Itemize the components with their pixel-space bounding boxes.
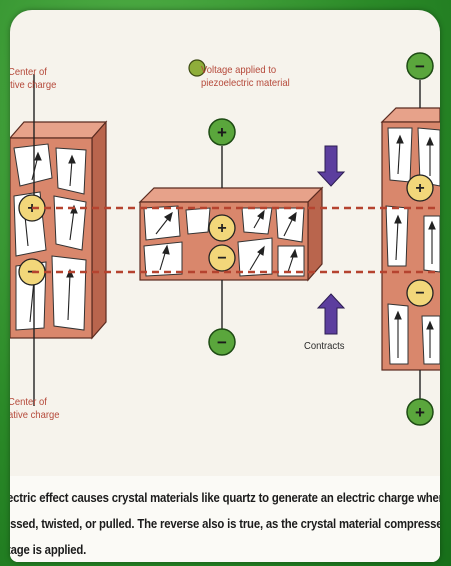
center-positive-label: Center of itive charge	[10, 66, 56, 92]
left-crystal: + −	[10, 74, 106, 406]
svg-text:−: −	[415, 57, 425, 76]
right-crystal: + − − +	[382, 53, 440, 425]
compression-arrow-bottom-icon	[318, 294, 344, 334]
caption-line-3: ltage is applied.	[10, 542, 86, 557]
slide-panel: + − + −	[10, 10, 440, 562]
svg-text:+: +	[217, 220, 226, 237]
svg-text:−: −	[217, 250, 226, 267]
caption-line-2: essed, twisted, or pulled. The reverse a…	[10, 516, 440, 531]
svg-text:+: +	[415, 403, 425, 422]
contracts-label: Contracts	[304, 340, 344, 353]
compression-arrow-top-icon	[318, 146, 344, 186]
caption-line-1: lectric effect causes crystal materials …	[10, 490, 440, 505]
svg-text:−: −	[415, 285, 424, 302]
voltage-label: Voltage applied to piezoelectric materia…	[201, 64, 290, 90]
svg-text:−: −	[217, 333, 227, 352]
caption: lectric effect causes crystal materials …	[10, 476, 440, 562]
svg-text:+: +	[415, 180, 424, 197]
svg-text:+: +	[217, 123, 227, 142]
center-negative-label: Center of ative charge	[10, 396, 59, 422]
